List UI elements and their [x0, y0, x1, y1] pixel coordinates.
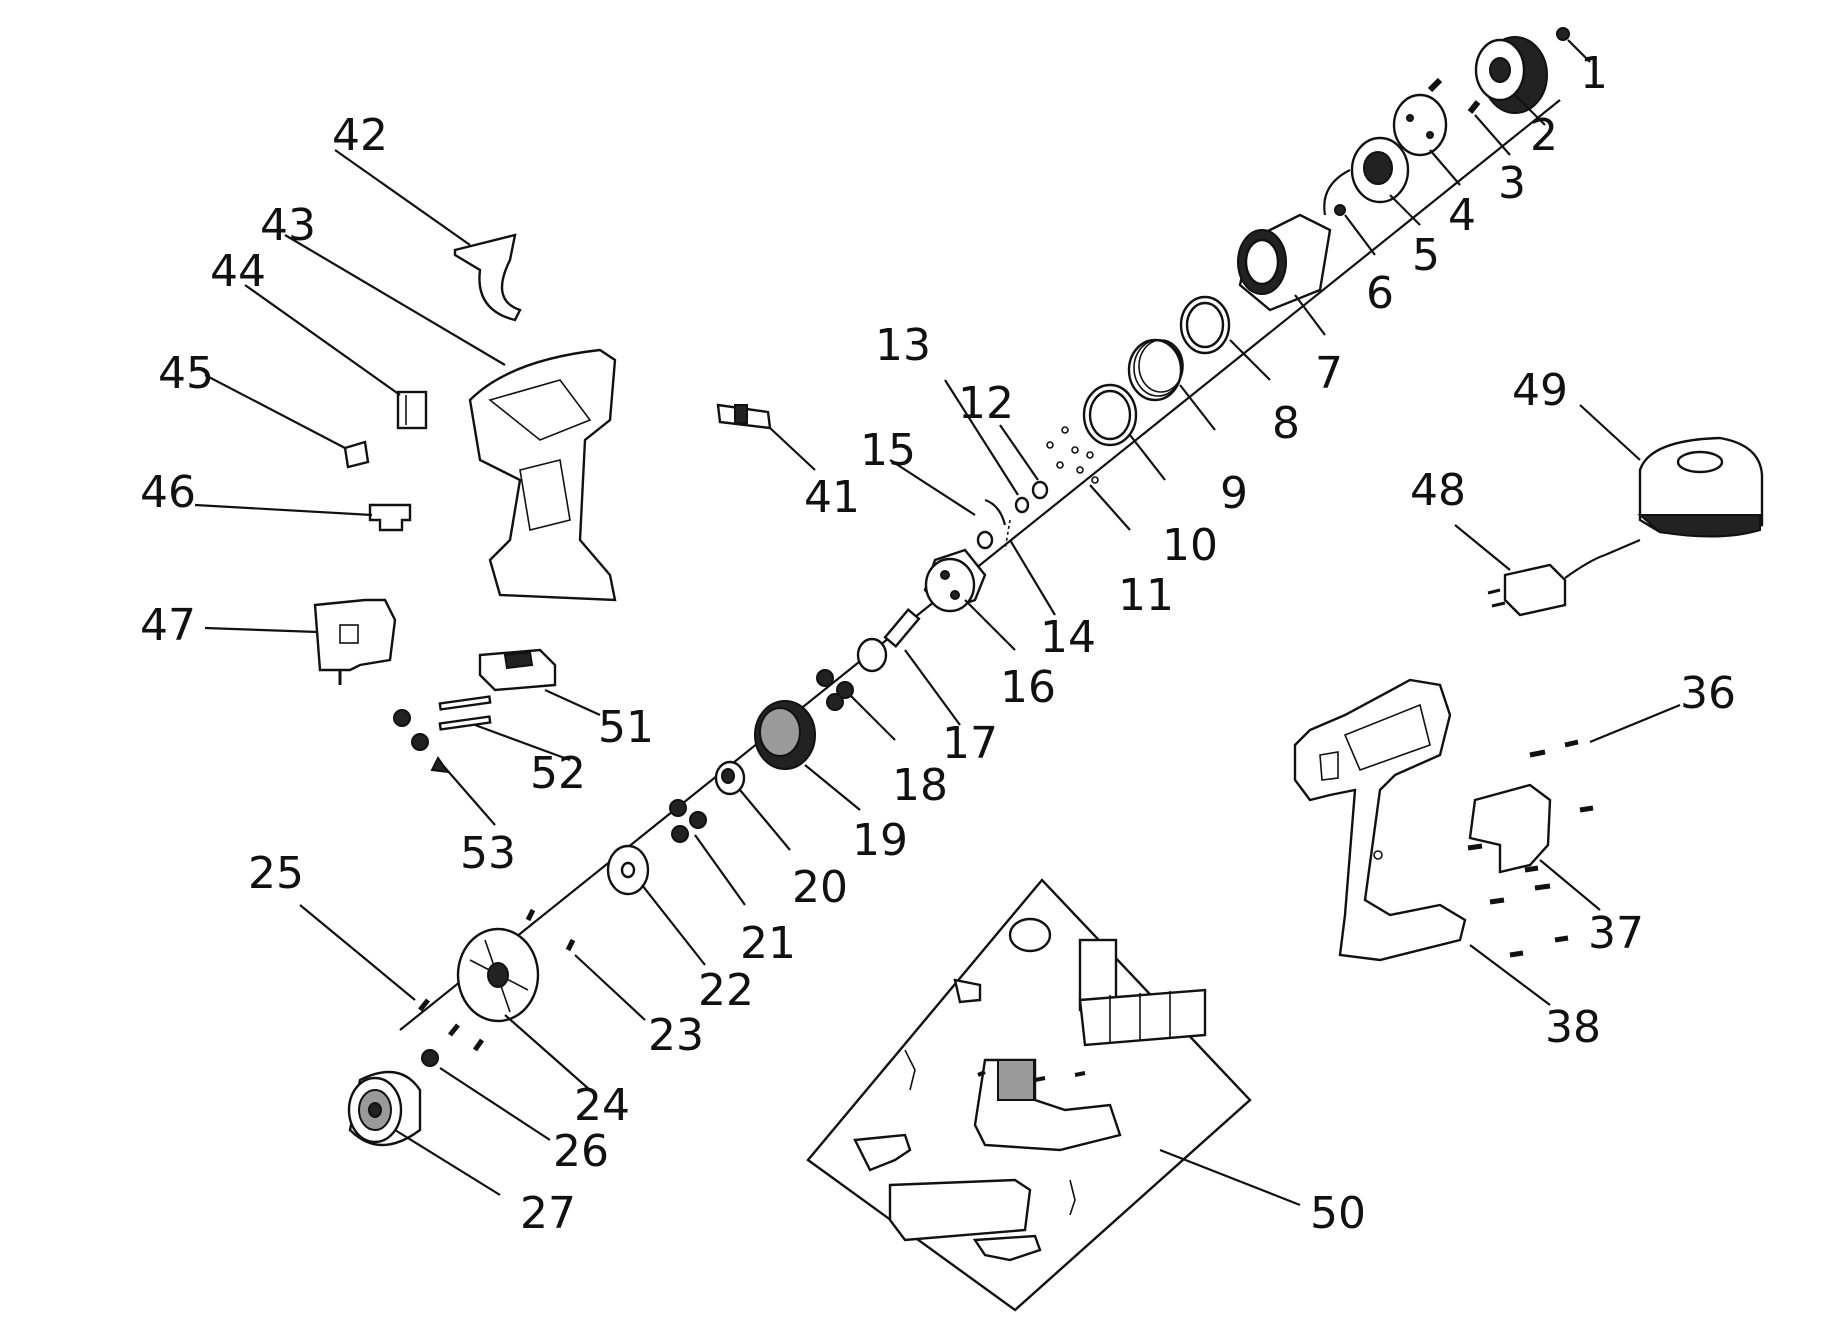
- label-1: 1: [1580, 48, 1608, 99]
- label-17: 17: [942, 718, 998, 769]
- label-4: 4: [1448, 190, 1476, 241]
- assembly-axis: [399, 99, 1561, 1031]
- part-9-spring: [1127, 338, 1216, 431]
- label-44: 44: [210, 246, 266, 297]
- part-46-lever: [194, 503, 412, 532]
- part-12-ring: [999, 424, 1049, 500]
- part-14-clip: [984, 498, 1056, 616]
- label-18: 18: [892, 760, 948, 811]
- label-49: 49: [1512, 365, 1568, 416]
- label-53: 53: [460, 828, 516, 879]
- part-52-contacts: [438, 695, 571, 762]
- label-36: 36: [1680, 668, 1736, 719]
- label-45: 45: [158, 348, 214, 399]
- label-6: 6: [1366, 268, 1394, 319]
- part-50-battery-kit: [806, 878, 1301, 1312]
- label-5: 5: [1412, 230, 1440, 281]
- part-6-spring-clip: [1323, 169, 1376, 256]
- part-38-drill-housing: [1293, 678, 1551, 1006]
- part-17-spindle: [856, 608, 961, 726]
- part-49-charger: [1579, 404, 1764, 538]
- part-37-side-cover: [1468, 783, 1601, 911]
- part-26-pinion: [421, 1049, 551, 1141]
- part-8-ring: [1179, 295, 1271, 381]
- part-5-clutch: [1350, 136, 1421, 226]
- label-38: 38: [1545, 1002, 1601, 1053]
- label-20: 20: [792, 862, 848, 913]
- label-13: 13: [875, 320, 931, 371]
- part-22-washer: [606, 844, 706, 966]
- label-19: 19: [852, 815, 908, 866]
- part-4-plate: [1392, 93, 1461, 186]
- label-11: 11: [1118, 570, 1174, 621]
- label-2: 2: [1530, 110, 1558, 161]
- part-42-cover: [334, 149, 522, 322]
- label-37: 37: [1588, 908, 1644, 959]
- part-7-collar: [1237, 213, 1332, 336]
- part-15-washer: [889, 459, 994, 550]
- label-16: 16: [1000, 662, 1056, 713]
- label-22: 22: [698, 965, 754, 1016]
- part-24-motor-plate: [456, 927, 591, 1091]
- part-27-motor: [347, 1070, 501, 1196]
- motor-screws: [448, 1023, 485, 1052]
- part-25-screw: [299, 904, 430, 1012]
- label-42: 42: [332, 110, 388, 161]
- part-41-selector: [716, 403, 816, 471]
- part-19-ring-gear: [754, 700, 861, 811]
- label-14: 14: [1040, 612, 1096, 663]
- part-13-washer: [944, 379, 1030, 514]
- label-47: 47: [140, 600, 196, 651]
- part-16-gear-cage: [923, 548, 1016, 651]
- part-53-springs: [393, 709, 496, 826]
- label-52: 52: [530, 748, 586, 799]
- label-50: 50: [1310, 1188, 1366, 1239]
- label-51: 51: [598, 702, 654, 753]
- label-12: 12: [958, 378, 1014, 429]
- label-7: 7: [1315, 348, 1343, 399]
- part-11-balls: [1046, 426, 1131, 531]
- label-3: 3: [1498, 158, 1526, 209]
- part-1-screw: [1556, 27, 1591, 63]
- part-10-ring: [1082, 383, 1166, 481]
- part-47-switch-assembly: [204, 598, 397, 685]
- label-10: 10: [1162, 520, 1218, 571]
- label-43: 43: [260, 200, 316, 251]
- part-20-carrier: [714, 760, 791, 851]
- part-3-screws: [1427, 77, 1511, 156]
- label-15: 15: [860, 425, 916, 476]
- part-44-switch: [244, 284, 428, 430]
- label-46: 46: [140, 467, 196, 518]
- label-26: 26: [553, 1126, 609, 1177]
- label-8: 8: [1272, 398, 1300, 449]
- part-23-screws: [525, 908, 646, 1021]
- label-21: 21: [740, 918, 796, 969]
- part-21-planet-gears: [669, 799, 746, 906]
- part-36-screws: [1467, 703, 1681, 958]
- label-9: 9: [1220, 468, 1248, 519]
- part-18-planet-gears: [816, 669, 896, 741]
- part-48-power-adapter: [1454, 524, 1641, 617]
- label-24: 24: [574, 1080, 630, 1131]
- part-45-button: [204, 374, 370, 469]
- part-2-chuck: [1474, 36, 1548, 126]
- label-41: 41: [804, 472, 860, 523]
- label-27: 27: [520, 1188, 576, 1239]
- label-23: 23: [648, 1010, 704, 1061]
- label-25: 25: [248, 848, 304, 899]
- part-43-housing-half: [284, 234, 617, 602]
- label-48: 48: [1410, 465, 1466, 516]
- part-51-cover: [478, 648, 601, 717]
